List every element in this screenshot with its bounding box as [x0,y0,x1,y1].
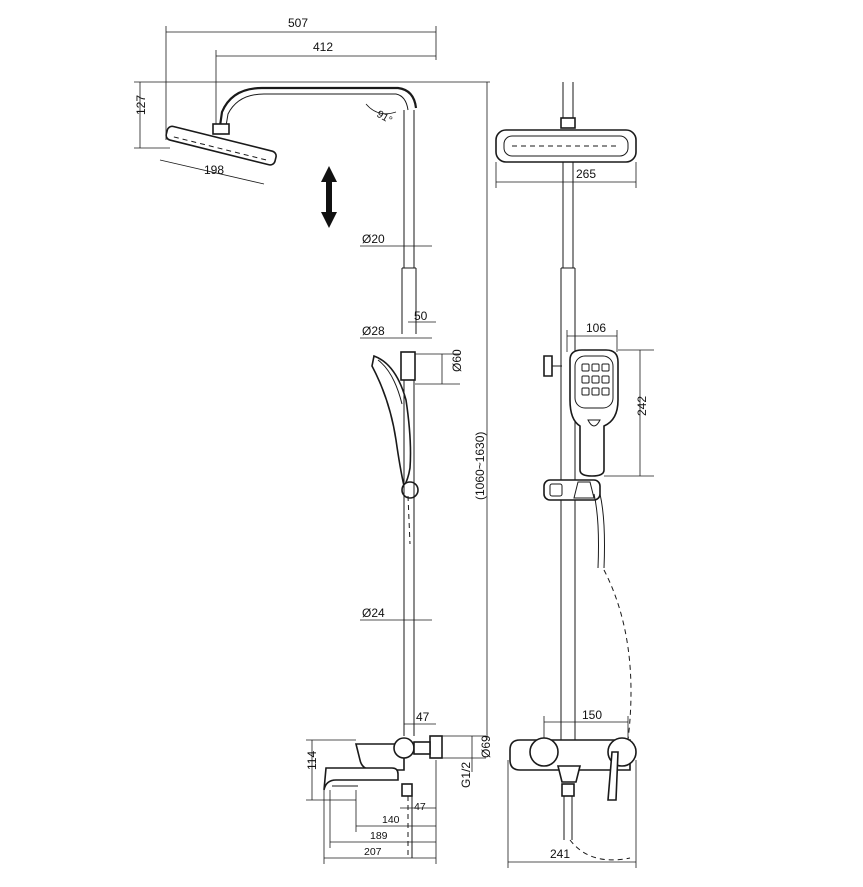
dim-line-198 [159,159,265,185]
handshower-face [377,359,403,405]
label-handshower-width: 106 [586,321,606,335]
label-holder-offset: 50 [414,309,428,323]
mixer-connector [413,741,431,755]
label-holder-dia: Ø60 [450,349,464,372]
slide-holder-clip [573,481,595,499]
shower-arm-inner [225,93,409,127]
hose-front-upper [593,493,599,569]
handshower-side [371,354,412,489]
side-view: 507 412 127 198 91° Ø20 Ø28 [134,16,493,864]
label-pipe-upper: Ø20 [362,232,385,246]
shower-arm [218,86,418,127]
mixer-handle-knob [393,737,415,759]
diverter-front [556,765,582,783]
diverter-side [401,783,413,797]
label-arm-length: 412 [313,40,333,54]
label-pipe-lower: Ø24 [362,606,385,620]
handshower-front [569,349,619,477]
head-connector [212,123,230,135]
rain-head-face [503,135,629,157]
label-pipe-mid: Ø28 [362,324,385,338]
label-handshower-height: 242 [635,396,649,416]
label-spout-207: 207 [364,846,382,858]
rain-head-side [165,125,277,166]
hose-front-dashed [603,569,632,741]
hose-nut-front [561,783,575,797]
holder-knob [543,355,553,377]
label-mixer-width: 241 [550,847,570,861]
handshower-holder [400,351,416,381]
front-view: 265 106 242 [495,82,654,868]
spout-side [323,767,399,791]
label-spout-47-top: 47 [416,710,430,724]
mixer-lever [607,751,619,801]
height-adjust-arrow-icon [321,166,337,228]
label-flange-dia: Ø69 [479,735,493,758]
handshower-button [587,419,601,427]
label-mixer-height: 114 [305,751,319,770]
lower-hose-front-dashed [569,839,631,861]
hose-side [407,495,411,545]
label-spout-140: 140 [382,814,400,826]
hose-front-upper-b [599,493,605,569]
label-arm-angle: 91° [375,108,395,126]
label-valve-spacing: 150 [582,708,602,722]
label-head-diameter: 198 [204,163,224,177]
slide-holder-knob [549,483,563,497]
label-total-width: 507 [288,16,308,30]
label-spout-189: 189 [370,830,388,842]
rain-head-body [165,125,277,166]
slide-holder [543,479,601,501]
label-thread: G1/2 [459,762,473,788]
angle-arc [365,103,397,115]
label-top-width: 265 [576,167,596,181]
head-mount-front [560,117,576,129]
rain-head-nozzles [173,136,270,162]
wall-flange [429,735,443,759]
handshower-spray-face [574,355,614,409]
label-head-height: 127 [134,95,148,115]
mixer-left-flange [529,737,559,767]
spray-nozzles [581,363,610,396]
label-spout-47-bottom: 47 [414,801,426,813]
label-height-range: (1060~1630) [473,432,487,500]
